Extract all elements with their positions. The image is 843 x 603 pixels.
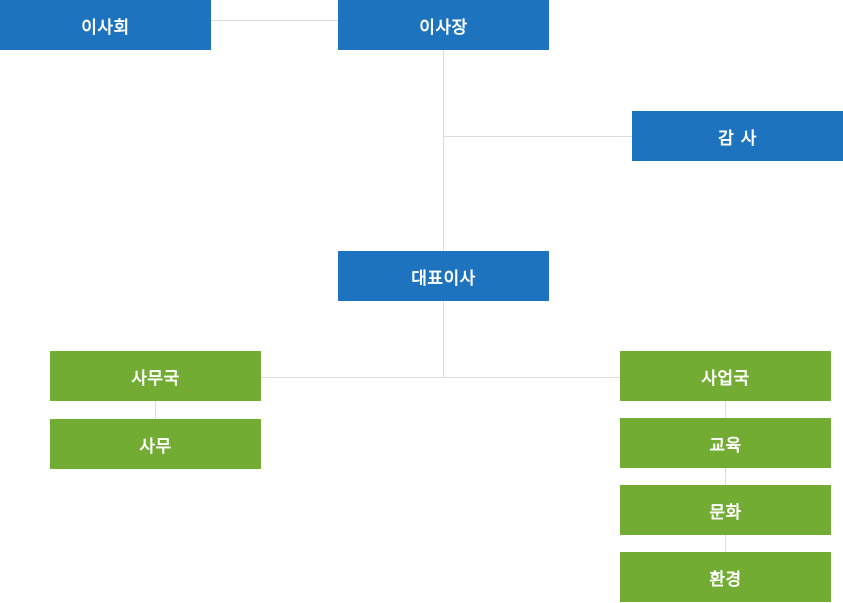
connector-board-chairman	[211, 20, 338, 21]
auditor-box: 감 사	[632, 111, 843, 161]
ceo-box: 대표이사	[338, 251, 549, 301]
connector-chairman-ceo	[443, 50, 444, 251]
secretariat-unit-label: 사무	[139, 436, 172, 457]
chairman-box: 이사장	[338, 0, 549, 50]
secretariat-unit-box: 사무	[50, 419, 261, 469]
business-unit-environment-box: 환경	[620, 552, 831, 602]
business-label: 사업국	[701, 368, 750, 389]
board-box: 이사회	[0, 0, 211, 50]
chairman-label: 이사장	[419, 17, 468, 38]
auditor-label: 감 사	[718, 128, 757, 149]
business-unit-education-box: 교육	[620, 418, 831, 468]
business-unit-culture-label: 문화	[709, 502, 742, 523]
connector-departments	[261, 377, 620, 378]
connector-auditor	[443, 136, 632, 137]
secretariat-box: 사무국	[50, 351, 261, 401]
ceo-label: 대표이사	[411, 268, 476, 289]
connector-secretariat-units	[155, 400, 156, 419]
connector-ceo-down	[443, 301, 444, 377]
secretariat-label: 사무국	[131, 368, 180, 389]
business-box: 사업국	[620, 351, 831, 401]
business-unit-education-label: 교육	[709, 435, 742, 456]
connector-business-units	[725, 401, 726, 553]
business-unit-environment-label: 환경	[709, 569, 742, 590]
board-label: 이사회	[81, 17, 130, 38]
business-unit-culture-box: 문화	[620, 485, 831, 535]
